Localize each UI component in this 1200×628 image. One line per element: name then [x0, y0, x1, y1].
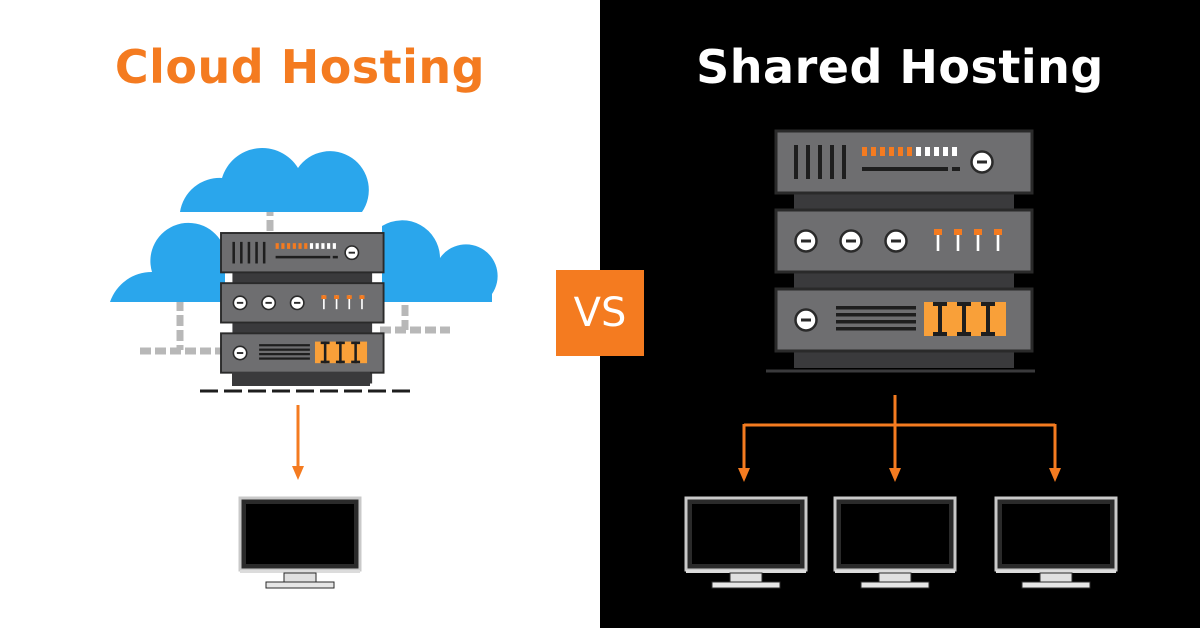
cloud-server-base [200, 372, 415, 393]
cloud-icon [110, 148, 498, 302]
shared-hosting-title: Shared Hosting [696, 40, 1104, 94]
arrow-down-icon [889, 468, 901, 482]
vs-badge: VS [556, 270, 644, 356]
cloud-server-rack-icon [221, 233, 384, 383]
arrow-down-icon [1049, 468, 1061, 482]
arrow-down-icon [292, 405, 304, 480]
shared-server-rack-icon [776, 131, 1032, 368]
cloud-hosting-title: Cloud Hosting [114, 40, 486, 94]
arrow-down-icon [738, 468, 750, 482]
branch-arrows [738, 395, 1061, 482]
